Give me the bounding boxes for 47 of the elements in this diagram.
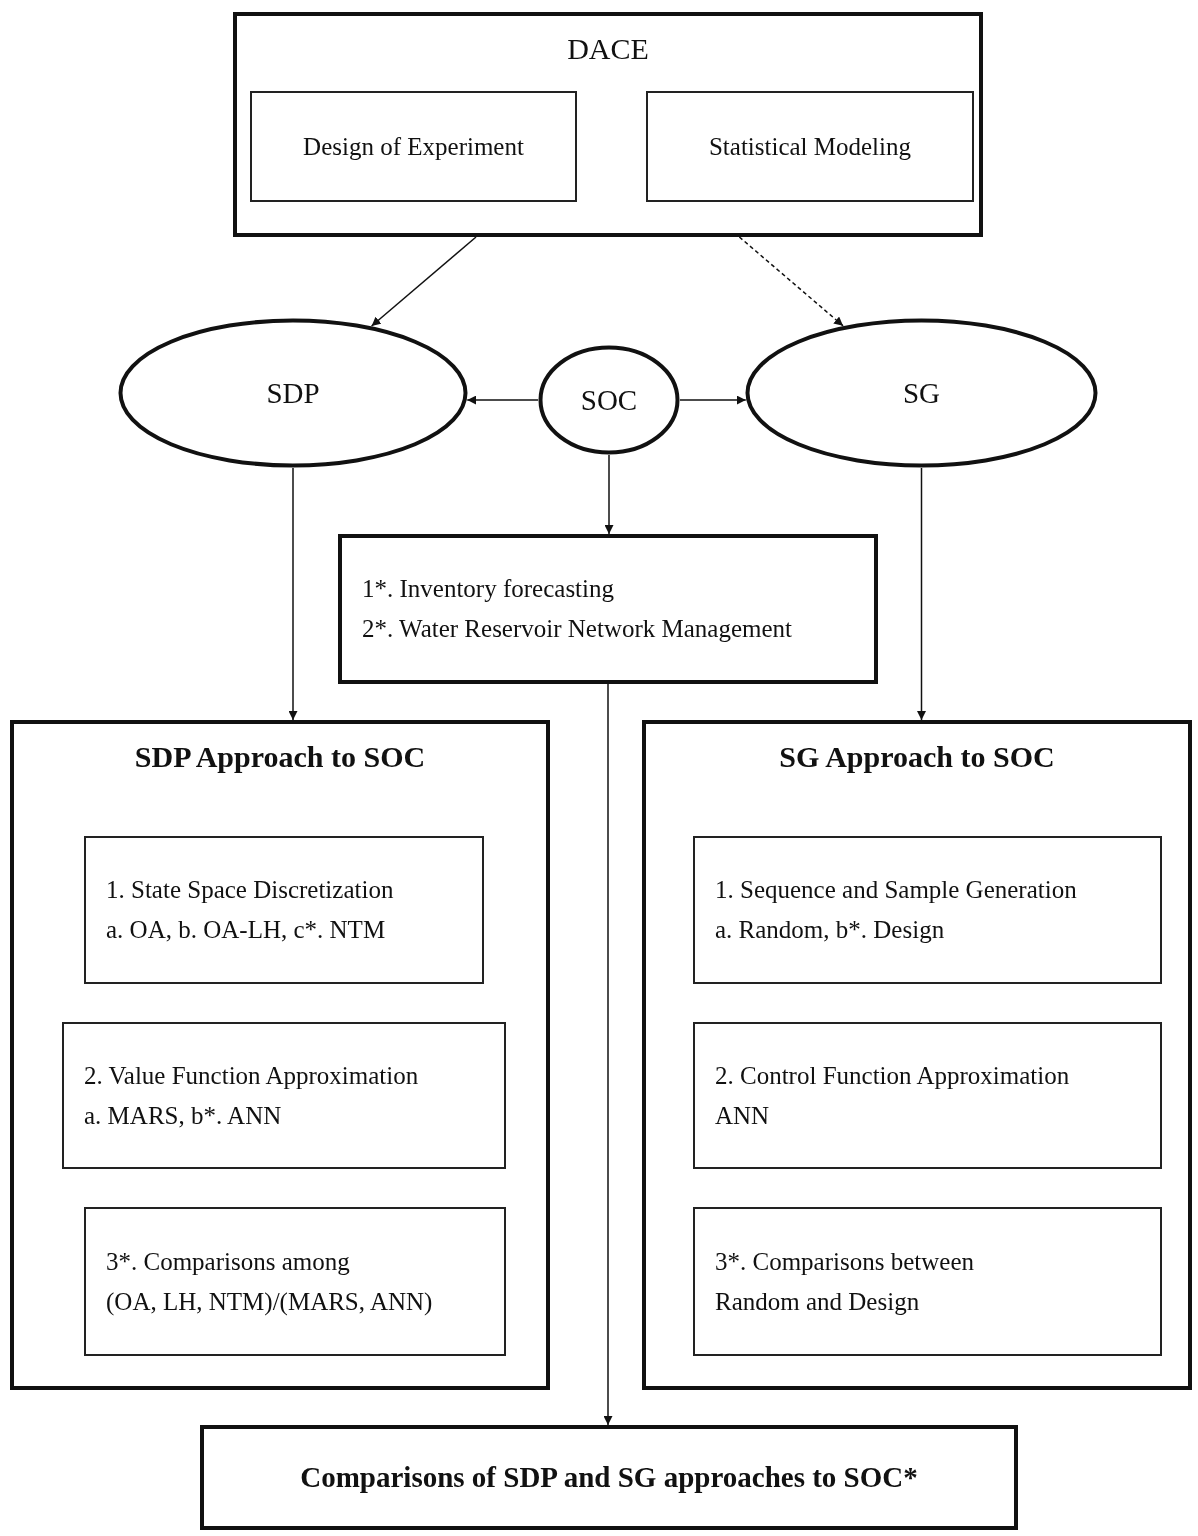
process-box — [200, 1425, 1018, 1530]
sub-box — [62, 1022, 506, 1169]
box-text: 2. Control Function Approximation — [715, 1060, 1070, 1091]
sub-box — [84, 836, 484, 984]
box-text: a. Random, b*. Design — [715, 915, 945, 945]
ellipse-label: SOC — [580, 382, 638, 418]
sub-box — [250, 91, 577, 202]
process-box — [10, 720, 550, 1390]
process-box — [642, 720, 1192, 1390]
sub-box — [84, 1207, 506, 1356]
arrow — [679, 395, 747, 405]
arrow — [288, 467, 298, 721]
arrow — [370, 236, 477, 327]
box-text: 1. State Space Discretization — [106, 875, 394, 905]
sub-box — [693, 836, 1162, 984]
box-text: a. OA, b. OA-LH, c*. NTM — [106, 915, 386, 945]
box-text: 1. Sequence and Sample Generation — [715, 875, 1077, 905]
box-text: 3*. Comparisons among — [106, 1246, 350, 1277]
sub-box — [693, 1022, 1162, 1169]
box-text: a. MARS, b*. ANN — [84, 1100, 282, 1131]
arrow — [603, 683, 613, 1426]
box-heading: SDP Approach to SOC — [134, 740, 426, 774]
box-text: Statistical Modeling — [708, 131, 912, 162]
box-text: 2*. Water Reservoir Network Management — [362, 614, 793, 644]
box-text: 3*. Comparisons between — [715, 1246, 974, 1277]
ellipse-node — [538, 345, 680, 455]
box-text: Random and Design — [715, 1286, 920, 1317]
arrow — [604, 454, 614, 535]
box-text: 1*. Inventory forecasting — [362, 574, 614, 604]
arrow — [738, 236, 844, 327]
box-text: (OA, LH, NTM)/(MARS, ANN) — [106, 1286, 433, 1318]
ellipse-node — [118, 318, 468, 468]
box-text: Comparisons of SDP and SG approaches to SOC* — [300, 1460, 918, 1496]
box-heading: DACE — [567, 32, 649, 66]
process-box — [338, 534, 878, 684]
box-text: 2. Value Function Approximation — [84, 1060, 419, 1091]
box-text: ANN — [715, 1100, 770, 1131]
box-heading: SG Approach to SOC — [779, 740, 1055, 774]
ellipse-label: SG — [902, 375, 941, 411]
sub-box — [646, 91, 974, 202]
sub-box — [693, 1207, 1162, 1356]
ellipse-node — [745, 318, 1098, 468]
process-box — [233, 12, 983, 237]
arrow — [917, 467, 926, 721]
box-text: Design of Experiment — [303, 131, 524, 162]
arrow — [466, 395, 539, 405]
ellipse-label: SDP — [266, 375, 320, 411]
